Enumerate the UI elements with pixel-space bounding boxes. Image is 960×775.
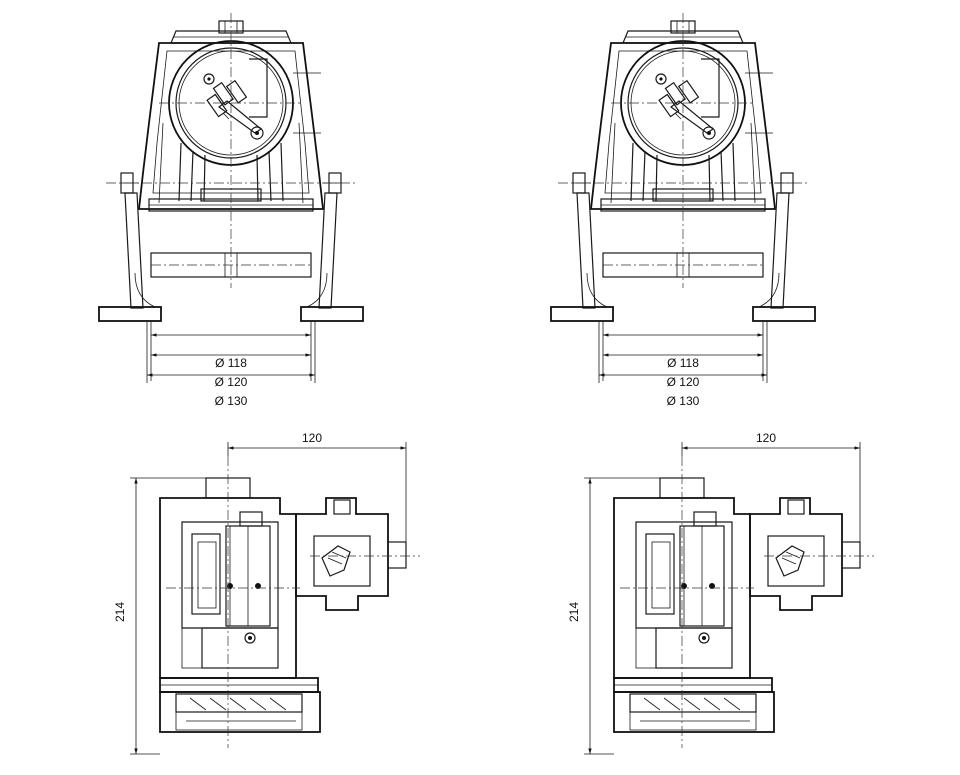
- dim-dia-120-left: Ø 120: [215, 375, 248, 389]
- dim-dia-130-left: Ø 130: [215, 394, 248, 408]
- dim-dia-130-right: Ø 130: [667, 394, 700, 408]
- front-view-right: Ø 118 Ø 120 Ø 130: [551, 13, 815, 408]
- dim-dia-118-right: Ø 118: [667, 356, 699, 370]
- dim-dia-118-left: Ø 118: [215, 356, 247, 370]
- dim-width-120-right: 120: [756, 431, 776, 445]
- front-view-left: Ø 118 Ø 120 Ø 130: [99, 13, 363, 408]
- dim-height-214-right: 214: [567, 602, 581, 622]
- dim-height-214-left: 214: [113, 602, 127, 622]
- dim-width-120-left: 120: [302, 431, 322, 445]
- dim-dia-120-right: Ø 120: [667, 375, 700, 389]
- section-view-right: 120 214: [567, 431, 874, 754]
- section-view-left: 120 214: [113, 431, 420, 754]
